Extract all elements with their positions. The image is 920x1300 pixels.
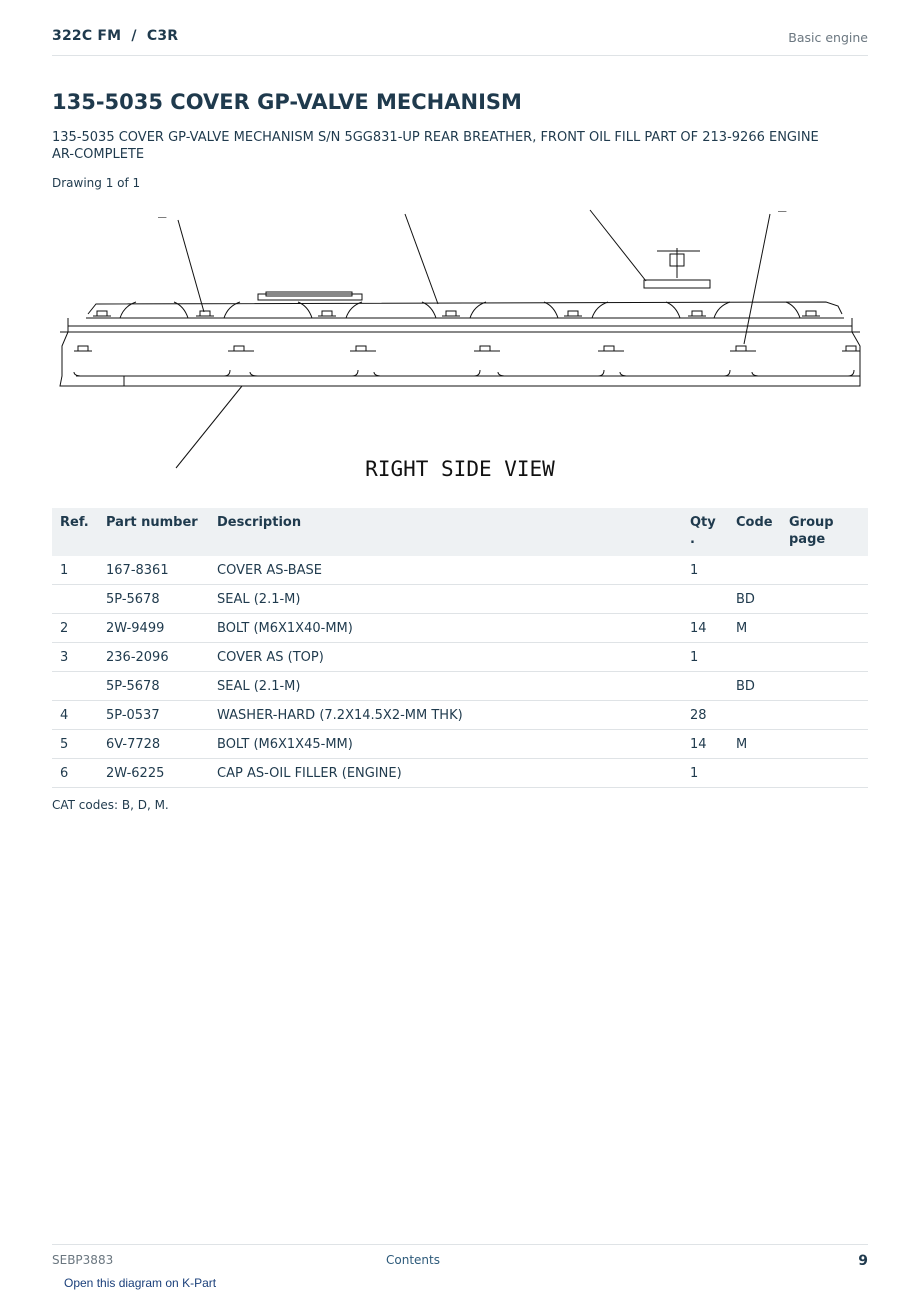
parts-diagram[interactable]: _ _ RIGHT SIDE VIEW xyxy=(52,196,868,486)
cell-description: CAP AS-OIL FILLER (ENGINE) xyxy=(209,758,682,788)
cell-code: M xyxy=(728,613,781,643)
callout-mark-right: _ xyxy=(778,196,787,212)
page-footer: SEBP3883 Contents 9 xyxy=(52,1244,868,1275)
table-row: 5 6V-7728 BOLT (M6X1X45-MM) 14 M xyxy=(52,729,868,759)
cell-qty: 14 xyxy=(682,729,728,759)
page-subtitle: 135-5035 COVER GP-VALVE MECHANISM S/N 5G… xyxy=(52,130,819,162)
col-qty: Qty . xyxy=(682,508,728,556)
cell-group-page xyxy=(781,642,868,672)
cell-description: WASHER-HARD (7.2X14.5X2-MM THK) xyxy=(209,700,682,730)
cell-part-number: 5P-5678 xyxy=(98,584,209,614)
cell-qty xyxy=(682,671,728,701)
page-title: 135-5035 COVER GP-VALVE MECHANISM xyxy=(52,90,522,114)
col-ref: Ref. xyxy=(52,508,98,556)
cell-part-number: 236-2096 xyxy=(98,642,209,672)
section-name: Basic engine xyxy=(788,30,868,45)
cell-qty: 1 xyxy=(682,642,728,672)
page-number: 9 xyxy=(858,1253,868,1269)
cell-group-page xyxy=(781,584,868,614)
cell-qty: 1 xyxy=(682,556,728,585)
kpart-link[interactable]: Open this diagram on K-Part xyxy=(64,1276,217,1290)
cell-part-number: 167-8361 xyxy=(98,556,209,585)
document-number: SEBP3883 xyxy=(52,1253,114,1267)
cell-group-page xyxy=(781,556,868,585)
table-row: 2 2W-9499 BOLT (M6X1X40-MM) 14 M xyxy=(52,613,868,643)
table-row: 6 2W-6225 CAP AS-OIL FILLER (ENGINE) 1 xyxy=(52,758,868,788)
cell-group-page xyxy=(781,613,868,643)
cell-group-page xyxy=(781,671,868,701)
cell-part-number: 5P-0537 xyxy=(98,700,209,730)
cell-group-page xyxy=(781,700,868,730)
col-description: Description xyxy=(209,508,682,556)
cell-code: M xyxy=(728,729,781,759)
table-row: 5P-5678 SEAL (2.1-M) BD xyxy=(52,584,868,614)
parts-table: Ref. Part number Description Qty . Code … xyxy=(52,508,868,788)
machine-model: 322C FM / C3R xyxy=(52,28,179,44)
cell-code xyxy=(728,700,781,730)
cell-description: SEAL (2.1-M) xyxy=(209,584,682,614)
col-part-number: Part number xyxy=(98,508,209,556)
cell-ref: 2 xyxy=(52,613,98,643)
cell-description: COVER AS (TOP) xyxy=(209,642,682,672)
cell-code xyxy=(728,556,781,585)
cell-description: BOLT (M6X1X45-MM) xyxy=(209,729,682,759)
cell-qty xyxy=(682,584,728,614)
table-row: 5P-5678 SEAL (2.1-M) BD xyxy=(52,671,868,701)
col-group-page: Group page xyxy=(781,508,868,556)
page-header: 322C FM / C3R Basic engine xyxy=(52,28,868,56)
cell-ref xyxy=(52,671,98,701)
cell-description: COVER AS-BASE xyxy=(209,556,682,585)
cell-code xyxy=(728,642,781,672)
cell-qty: 28 xyxy=(682,700,728,730)
cell-qty: 1 xyxy=(682,758,728,788)
table-header-row: Ref. Part number Description Qty . Code … xyxy=(52,508,868,556)
cell-ref: 3 xyxy=(52,642,98,672)
cell-ref xyxy=(52,584,98,614)
cell-code: BD xyxy=(728,584,781,614)
cell-ref: 6 xyxy=(52,758,98,788)
cell-part-number: 5P-5678 xyxy=(98,671,209,701)
contents-link[interactable]: Contents xyxy=(386,1253,440,1267)
cell-group-page xyxy=(781,729,868,759)
cell-ref: 4 xyxy=(52,700,98,730)
cell-description: BOLT (M6X1X40-MM) xyxy=(209,613,682,643)
cell-code xyxy=(728,758,781,788)
table-row: 4 5P-0537 WASHER-HARD (7.2X14.5X2-MM THK… xyxy=(52,700,868,730)
col-code: Code xyxy=(728,508,781,556)
cell-part-number: 2W-9499 xyxy=(98,613,209,643)
cell-part-number: 6V-7728 xyxy=(98,729,209,759)
cat-codes-note: CAT codes: B, D, M. xyxy=(52,798,169,812)
table-row: 3 236-2096 COVER AS (TOP) 1 xyxy=(52,642,868,672)
cell-part-number: 2W-6225 xyxy=(98,758,209,788)
cell-group-page xyxy=(781,758,868,788)
cell-description: SEAL (2.1-M) xyxy=(209,671,682,701)
cell-code: BD xyxy=(728,671,781,701)
cell-qty: 14 xyxy=(682,613,728,643)
table-row: 1 167-8361 COVER AS-BASE 1 xyxy=(52,556,868,585)
view-label: RIGHT SIDE VIEW xyxy=(365,457,555,481)
cell-ref: 1 xyxy=(52,556,98,585)
callout-mark-left: _ xyxy=(158,202,167,218)
cell-ref: 5 xyxy=(52,729,98,759)
drawing-count: Drawing 1 of 1 xyxy=(52,176,141,190)
